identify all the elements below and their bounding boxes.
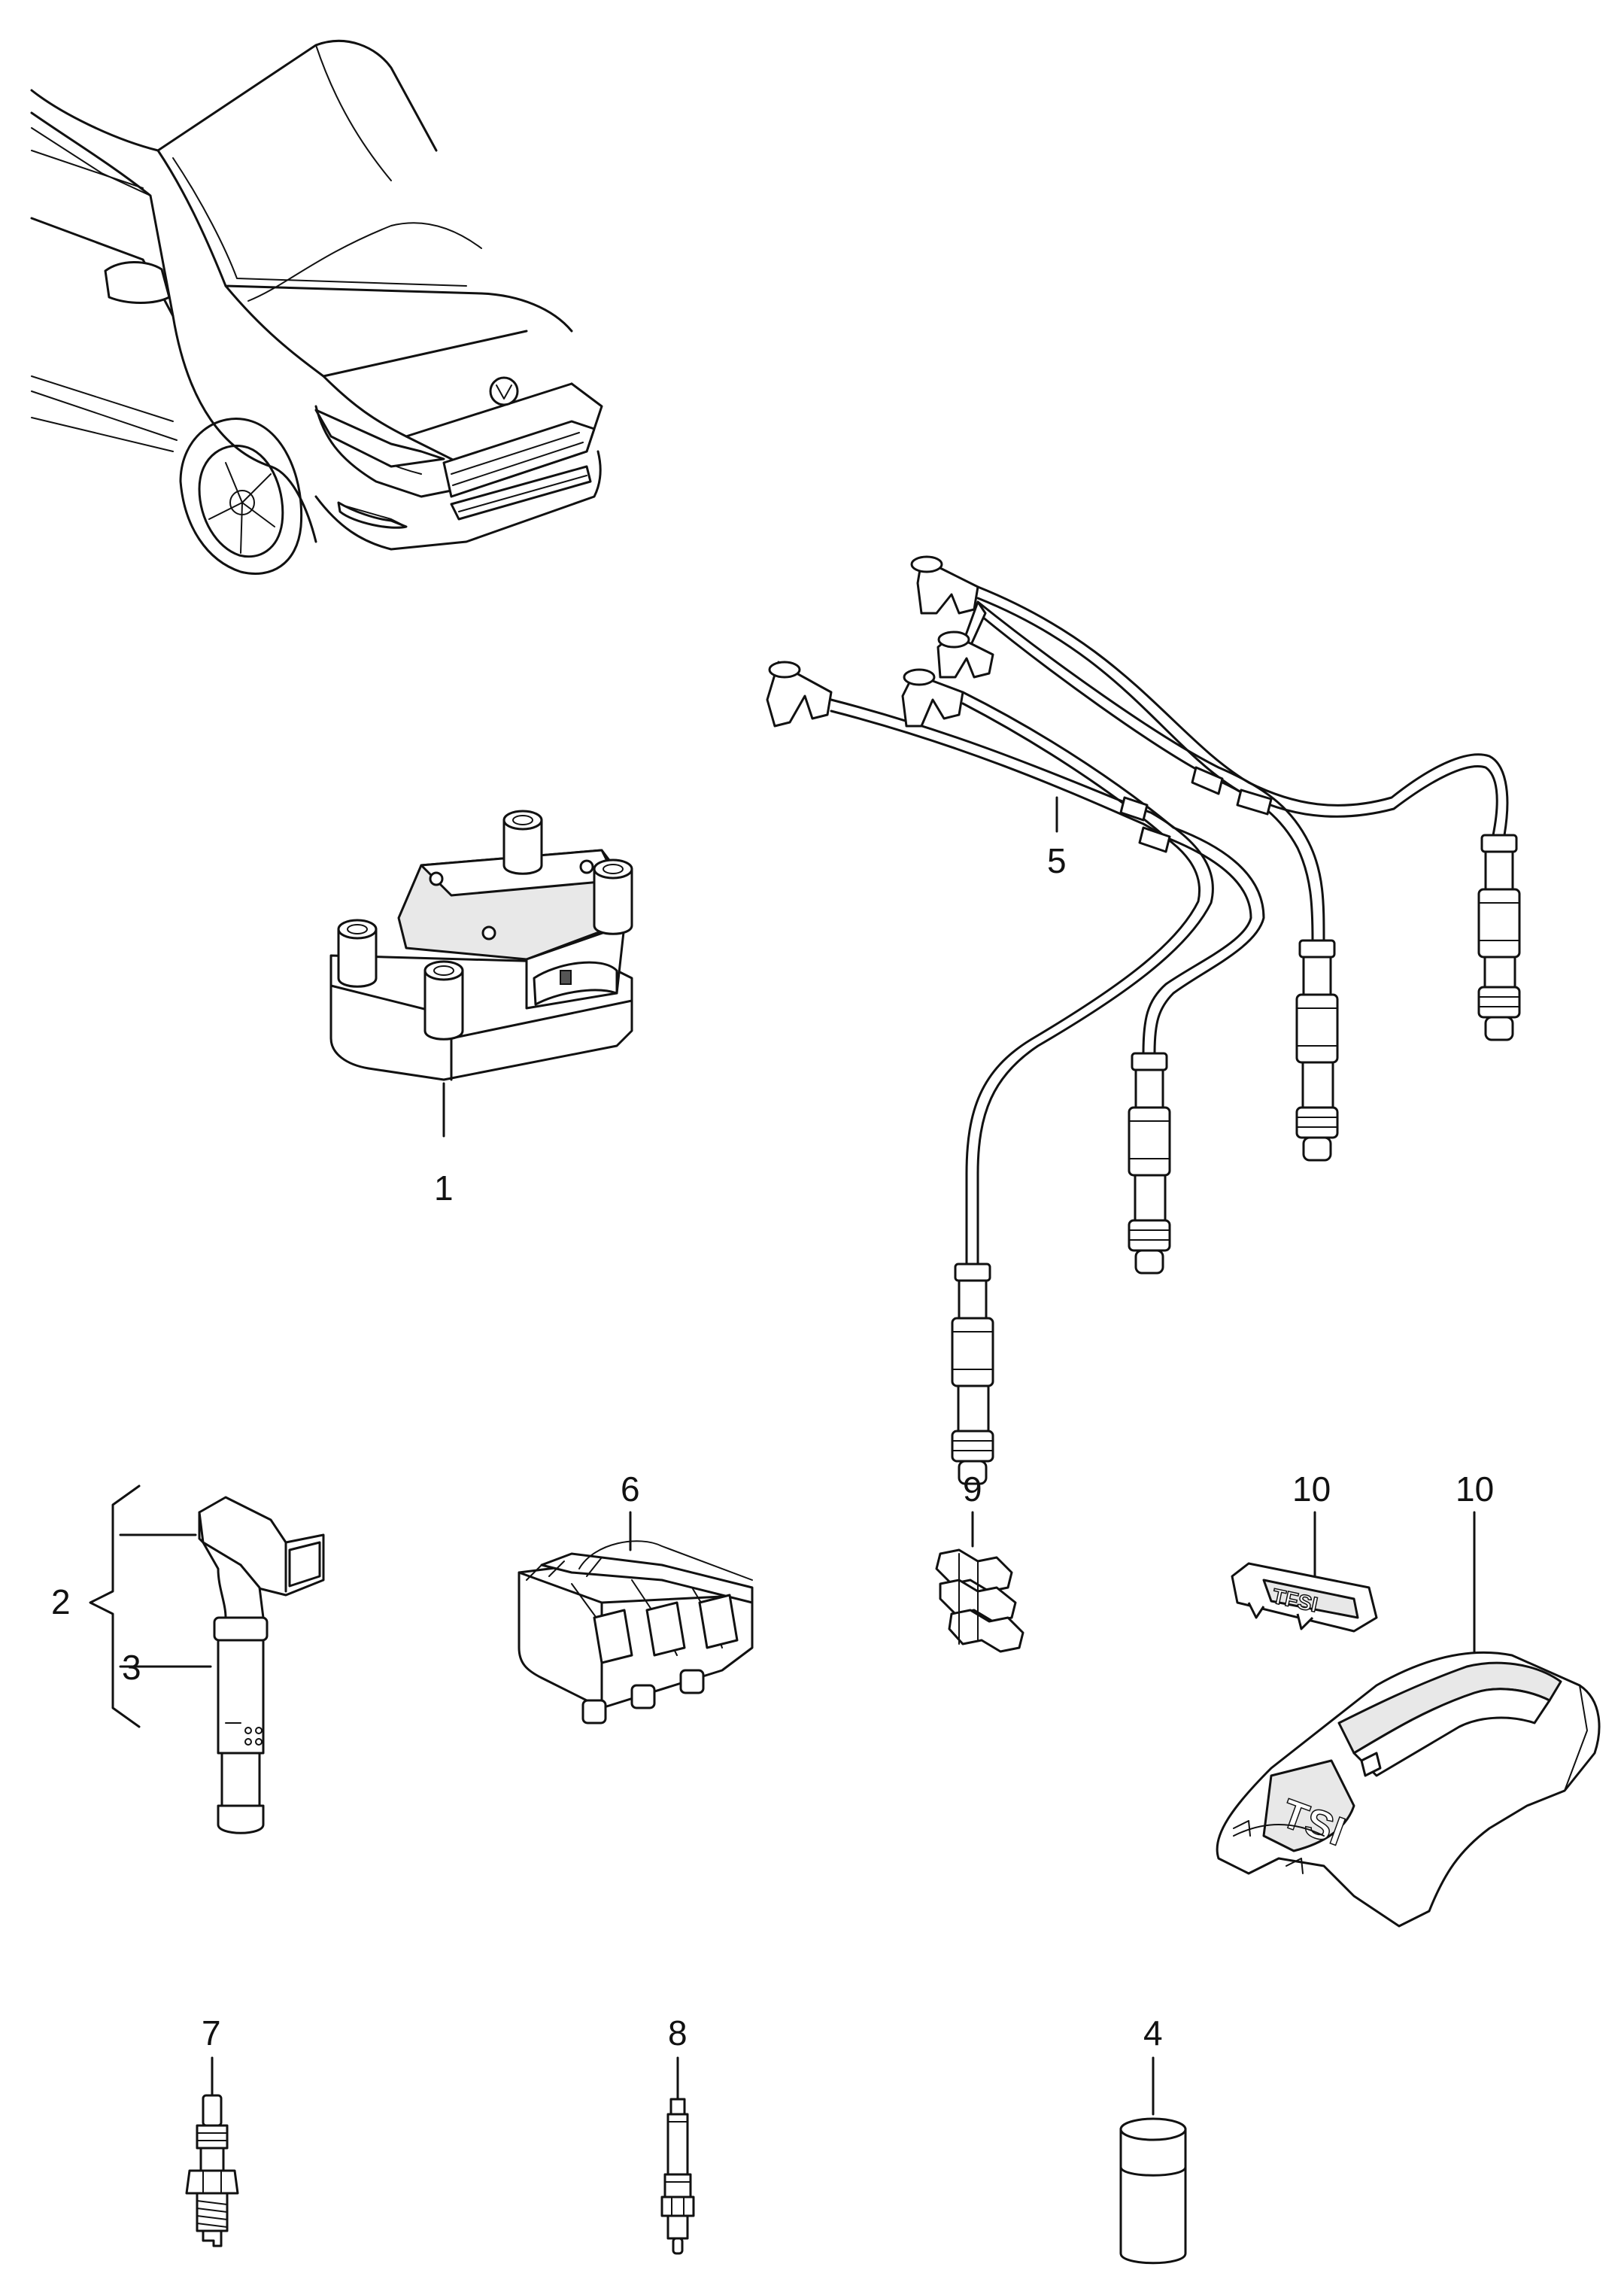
- plug-connector-a: [951, 1263, 994, 1485]
- tfsi-badge: TFSI: [1231, 1562, 1378, 1633]
- spark-plug: [185, 2094, 239, 2247]
- callout-8: 8: [668, 2013, 688, 2053]
- callout-10-badge: 10: [1292, 1469, 1331, 1509]
- callout-3: 3: [122, 1648, 141, 1687]
- ignition-coil-pack: [329, 810, 633, 1138]
- plug-connector-d: [1477, 834, 1521, 1041]
- connector-housing: [518, 1540, 754, 1724]
- callout-7: 7: [202, 2013, 221, 2053]
- pencil-ignition-coil: [198, 1496, 325, 1834]
- bracket-2: [89, 1484, 212, 1728]
- ignition-lead-set: [766, 555, 1521, 1485]
- callout-6: 6: [621, 1469, 640, 1509]
- callout-9: 9: [963, 1469, 982, 1509]
- plug-connector-b: [1128, 1052, 1171, 1275]
- cable-clip: [935, 1548, 1024, 1653]
- cylindrical-container: [1119, 2117, 1187, 2265]
- engine-cover: TSI: [1216, 1651, 1601, 1928]
- plug-connector-c: [1295, 939, 1339, 1162]
- callout-5: 5: [1047, 841, 1067, 880]
- callout-1: 1: [434, 1168, 454, 1208]
- callout-2: 2: [51, 1582, 71, 1621]
- glow-plug: [660, 2098, 695, 2255]
- callout-4: 4: [1143, 2013, 1163, 2053]
- vehicle-illustration: [30, 39, 603, 575]
- callout-10-cover: 10: [1456, 1469, 1494, 1509]
